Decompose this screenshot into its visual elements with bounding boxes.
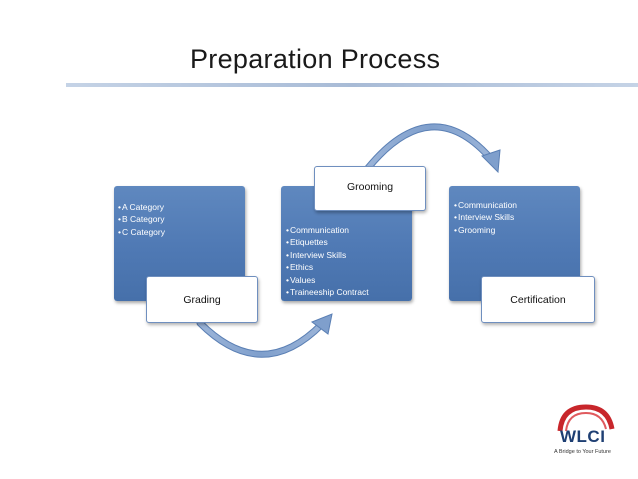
title-underline (66, 83, 638, 87)
grooming-label: Grooming (314, 166, 426, 211)
arrow-head-lower (310, 313, 333, 335)
list-item: Communication (286, 224, 369, 236)
list-item: Interview Skills (286, 249, 369, 261)
logo-arc-icon (557, 404, 615, 432)
grading-items: A Category B Category C Category (118, 201, 165, 238)
list-item: Etiquettes (286, 236, 369, 248)
slide-title: Preparation Process (190, 44, 441, 74)
list-item: Values (286, 274, 369, 286)
certification-label: Certification (481, 276, 595, 323)
list-item: A Category (118, 201, 165, 213)
list-item: Grooming (454, 224, 517, 236)
arrow-head-upper (481, 149, 501, 174)
list-item: Traineeship Contract (286, 286, 369, 298)
grooming-items: Communication Etiquettes Interview Skill… (286, 224, 369, 298)
list-item: C Category (118, 226, 165, 238)
logo-name: WLCI (560, 427, 606, 446)
list-item: Ethics (286, 261, 369, 273)
logo-tagline: A Bridge to Your Future (554, 449, 611, 455)
wlci-logo: WLCI A Bridge to Your Future (548, 403, 620, 463)
list-item: Interview Skills (454, 211, 517, 223)
list-item: B Category (118, 213, 165, 225)
list-item: Communication (454, 199, 517, 211)
grading-label: Grading (146, 276, 258, 323)
certification-items: Communication Interview Skills Grooming (454, 199, 517, 236)
